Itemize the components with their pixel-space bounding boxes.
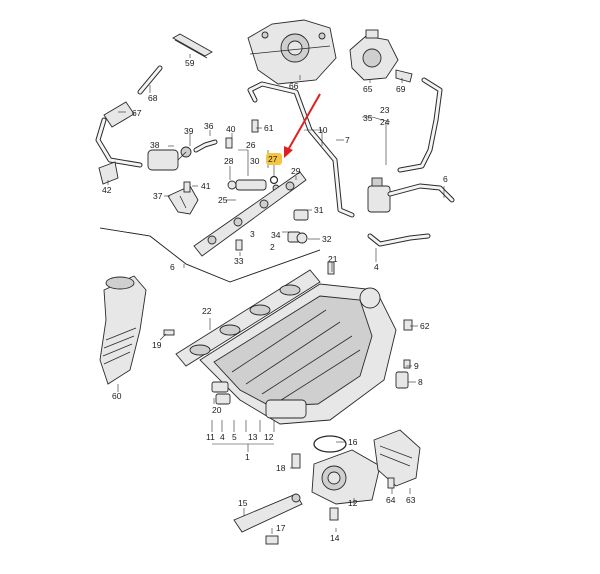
bolt-64 bbox=[387, 477, 395, 489]
seal-16 bbox=[313, 435, 347, 453]
sensor-20 bbox=[211, 381, 231, 405]
label-18: 18 bbox=[276, 463, 286, 473]
label-10: 10 bbox=[318, 125, 328, 135]
label-14: 14 bbox=[330, 533, 340, 543]
label-25: 25 bbox=[218, 195, 228, 205]
pointer-arrow bbox=[284, 93, 321, 158]
label-28: 28 bbox=[224, 156, 234, 166]
label-65: 65 bbox=[363, 84, 373, 94]
line-6 bbox=[99, 227, 321, 283]
bolt-9 bbox=[403, 359, 411, 369]
bolt-41 bbox=[183, 181, 191, 193]
filter-67 bbox=[95, 101, 143, 168]
label-67: 67 bbox=[132, 108, 142, 118]
label-12-throttle: 12 bbox=[348, 498, 358, 508]
label-30: 30 bbox=[250, 156, 260, 166]
label-19: 19 bbox=[152, 340, 162, 350]
bracket-15 bbox=[233, 493, 303, 533]
bolt-40-61 bbox=[225, 119, 259, 149]
intake-60 bbox=[99, 275, 147, 385]
label-29: 29 bbox=[291, 166, 301, 176]
pump-65 bbox=[349, 29, 413, 83]
bolt-21 bbox=[327, 261, 335, 275]
label-7: 7 bbox=[345, 135, 350, 145]
sensor-32 bbox=[296, 232, 308, 244]
label-37: 37 bbox=[153, 191, 163, 201]
bolt-14 bbox=[329, 507, 339, 521]
label-33: 33 bbox=[234, 256, 244, 266]
gasket-22 bbox=[175, 269, 321, 367]
label-60: 60 bbox=[112, 391, 122, 401]
label-39: 39 bbox=[184, 126, 194, 136]
throttle-body-12 bbox=[311, 449, 381, 505]
bolt-17 bbox=[265, 535, 279, 545]
valve-6 bbox=[367, 177, 455, 213]
line-59 bbox=[172, 33, 213, 59]
label-26: 26 bbox=[246, 140, 256, 150]
label-12-manifold: 12 bbox=[264, 432, 274, 442]
label-3: 3 bbox=[250, 229, 255, 239]
label-6-valve: 6 bbox=[443, 174, 448, 184]
hose-36 bbox=[193, 139, 218, 153]
label-23: 23 bbox=[380, 105, 390, 115]
label-66: 66 bbox=[289, 81, 299, 91]
intake-manifold bbox=[199, 283, 397, 425]
bolt-19 bbox=[163, 329, 175, 336]
bolt-62 bbox=[403, 319, 413, 331]
label-31: 31 bbox=[314, 205, 324, 215]
hose-loop bbox=[247, 81, 355, 218]
label-68: 68 bbox=[148, 93, 158, 103]
label-27-highlighted: 27 bbox=[268, 154, 278, 164]
fuel-rail-3 bbox=[193, 171, 309, 257]
label-63: 63 bbox=[406, 495, 416, 505]
label-17: 17 bbox=[276, 523, 286, 533]
label-1: 1 bbox=[245, 452, 250, 462]
label-20: 20 bbox=[212, 405, 222, 415]
label-4-manifold: 4 bbox=[220, 432, 225, 442]
label-41: 41 bbox=[201, 181, 211, 191]
label-36: 36 bbox=[204, 121, 214, 131]
label-35: 35 bbox=[363, 113, 373, 123]
cover-66 bbox=[247, 19, 337, 85]
valve-38 bbox=[147, 146, 192, 171]
clamp-37 bbox=[167, 185, 199, 215]
label-40: 40 bbox=[226, 124, 236, 134]
label-9: 9 bbox=[414, 361, 419, 371]
label-4-pipe: 4 bbox=[374, 262, 379, 272]
label-21: 21 bbox=[328, 254, 338, 264]
bolt-18 bbox=[291, 453, 301, 469]
part-labels: 59 66 65 69 68 67 61 10 7 35 23 24 39 36… bbox=[102, 58, 448, 543]
label-11: 11 bbox=[206, 432, 215, 442]
highlight-27 bbox=[266, 153, 282, 185]
label-16: 16 bbox=[348, 437, 358, 447]
injector-29 bbox=[227, 179, 280, 192]
pipe-4 bbox=[367, 233, 431, 247]
leader-lines bbox=[107, 54, 445, 534]
bolt-33 bbox=[235, 239, 243, 251]
label-42: 42 bbox=[102, 185, 112, 195]
label-13: 13 bbox=[248, 432, 258, 442]
label-62: 62 bbox=[420, 321, 430, 331]
label-15: 15 bbox=[238, 498, 248, 508]
label-2: 2 bbox=[270, 242, 275, 252]
label-6-line: 6 bbox=[170, 262, 175, 272]
module-63 bbox=[373, 429, 421, 487]
label-34: 34 bbox=[271, 230, 281, 240]
bracket-42 bbox=[98, 161, 119, 185]
label-22: 22 bbox=[202, 306, 212, 316]
sensor-8 bbox=[395, 371, 409, 389]
label-38: 38 bbox=[150, 140, 160, 150]
hose-68 bbox=[137, 65, 163, 95]
label-32: 32 bbox=[322, 234, 332, 244]
label-5: 5 bbox=[232, 432, 237, 442]
label-24: 24 bbox=[380, 117, 390, 127]
label-61: 61 bbox=[264, 123, 274, 133]
line-23 bbox=[397, 77, 443, 173]
label-69: 69 bbox=[396, 84, 406, 94]
label-59: 59 bbox=[185, 58, 195, 68]
label-64: 64 bbox=[386, 495, 396, 505]
label-8: 8 bbox=[418, 377, 423, 387]
